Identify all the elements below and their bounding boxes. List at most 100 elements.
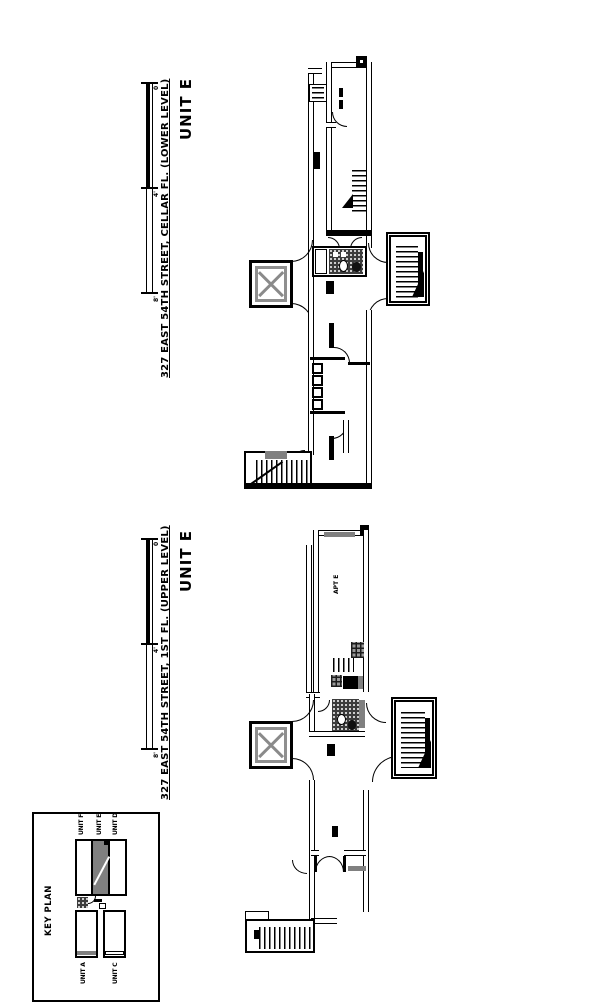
stair-newel (425, 718, 430, 756)
fixture (352, 262, 361, 272)
wall (366, 310, 372, 486)
scale-tick-label: 4' (153, 646, 160, 653)
key-plan-stair (99, 903, 106, 909)
door-arc (292, 860, 307, 874)
wall (343, 420, 349, 453)
unit-label: UNIT C (112, 962, 119, 984)
toilet (337, 714, 346, 725)
stairs-treads (396, 246, 418, 298)
scale-tick (141, 292, 158, 294)
closet (312, 375, 323, 386)
stair-enclosure (386, 232, 430, 306)
wall (363, 530, 369, 692)
toilet (339, 260, 348, 272)
scale-tick (141, 82, 158, 84)
marker-dot (360, 60, 363, 63)
stairs-treads (259, 927, 311, 949)
french-door-arc (329, 856, 344, 872)
scale-tick-label: 0 (153, 541, 160, 546)
stairs-treads (352, 170, 366, 212)
unit-label: UNIT A (80, 962, 87, 984)
wall (308, 68, 314, 310)
wall (344, 850, 366, 856)
wall (326, 62, 372, 68)
closet (312, 363, 323, 374)
elevator (249, 721, 293, 769)
wall (326, 230, 372, 236)
scale-tick (141, 538, 158, 540)
unit-strip-end (105, 951, 124, 955)
door-leaf (314, 856, 317, 872)
marker (327, 744, 335, 756)
kitchen-appliance (343, 676, 358, 689)
marker (356, 56, 367, 68)
marker (104, 841, 108, 845)
highlighted-unit (93, 841, 108, 894)
unit-label: UNIT E (96, 813, 103, 835)
scale-tick-label: 8' (153, 751, 160, 758)
unit-divider (108, 839, 110, 896)
stairs-treads (333, 658, 354, 672)
marker (326, 281, 334, 294)
scale-fill (146, 538, 150, 644)
first-floor-plan-subtitle: 327 EAST 54TH STREET, 1ST FL. (UPPER LEV… (160, 525, 171, 800)
wall (308, 68, 322, 74)
threshold (348, 866, 366, 871)
wall (348, 362, 370, 365)
sill-mark (339, 100, 343, 109)
wall (311, 918, 337, 924)
stair-newel (254, 930, 260, 939)
stairs-treads (312, 87, 324, 99)
stair-newel (418, 252, 423, 286)
stair-enclosure (391, 697, 437, 779)
scale-tick-label: 4' (153, 190, 160, 197)
first-floor-plan-title: UNIT E (177, 529, 195, 592)
scale-tick (141, 187, 158, 189)
lintel (324, 532, 355, 537)
cellar-plan-subtitle: 327 EAST 54TH STREET, CELLAR FL. (LOWER … (160, 78, 171, 378)
kitchen-counter (358, 676, 363, 689)
sill-mark (339, 88, 343, 97)
kitchen-appliance (331, 675, 342, 687)
unit-label: UNIT F (78, 813, 85, 835)
marker (332, 826, 338, 837)
kitchen-counter (359, 700, 365, 728)
marker (94, 899, 102, 902)
fixture (348, 720, 356, 730)
wall (311, 850, 319, 856)
fixture (341, 252, 346, 257)
door-arc (366, 703, 386, 723)
elevator-cab (255, 266, 287, 302)
unit-label: UNIT D (112, 812, 119, 835)
door-arc (318, 700, 330, 712)
wall (310, 357, 345, 360)
key-plan-unit-strip (75, 910, 98, 958)
wall (326, 62, 332, 235)
elevator (249, 260, 293, 308)
closet (312, 387, 323, 398)
closet (312, 399, 323, 410)
stairs-treads (401, 712, 425, 768)
scale-tick-label: 0 (153, 85, 160, 90)
unit-strip-end (77, 951, 96, 955)
wall (366, 62, 372, 248)
bathtub (315, 249, 327, 274)
elevator-cab (255, 727, 287, 763)
cellar-plan-title: UNIT E (177, 77, 195, 140)
key-plan-title: KEY PLAN (44, 885, 54, 936)
scale-fill (146, 82, 150, 188)
stair-landing (265, 451, 287, 459)
stairs-treads (256, 460, 308, 484)
door-arc (334, 347, 350, 363)
stair-arrow (342, 194, 353, 208)
scale-tick (141, 643, 158, 645)
room-label: APT E (333, 574, 340, 594)
kitchen-appliance (351, 642, 364, 658)
fixture (333, 252, 338, 257)
sill-mark (313, 152, 320, 169)
entry-stoop-stair (245, 919, 315, 953)
scale-tick (141, 748, 158, 750)
key-plan-elevator (77, 897, 88, 908)
door-arc (368, 243, 388, 263)
